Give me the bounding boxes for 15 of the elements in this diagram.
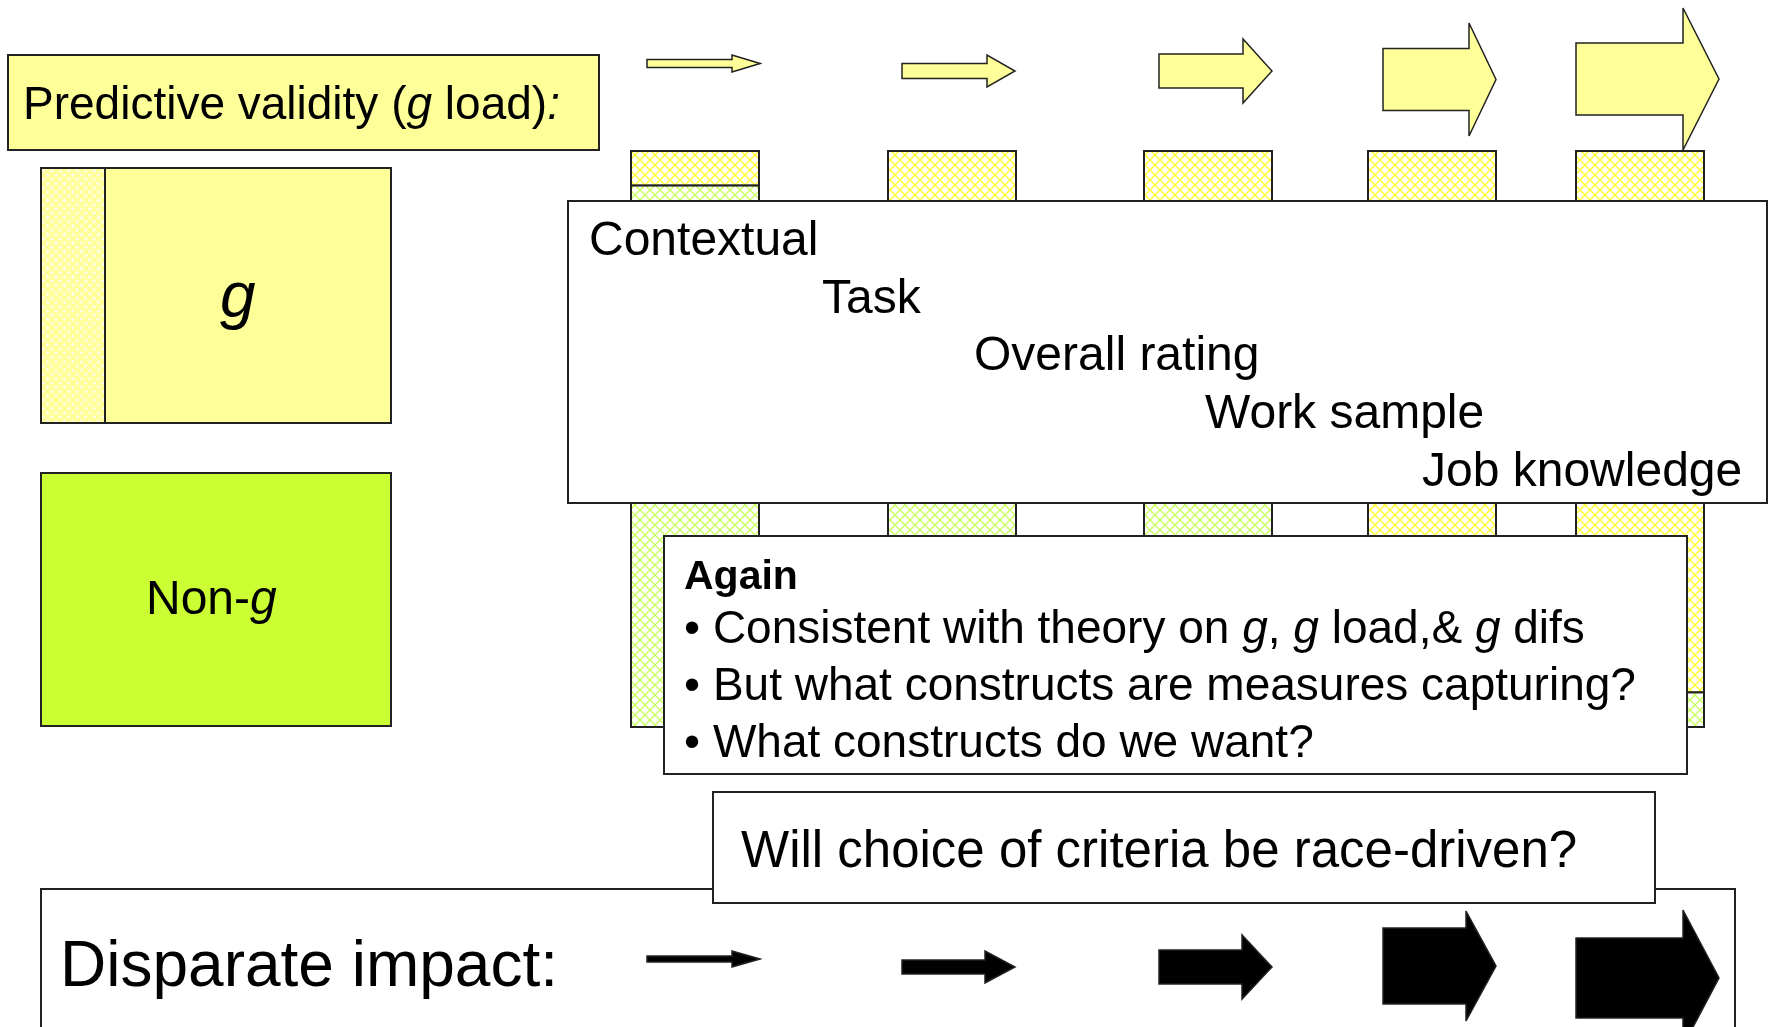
text: • What constructs do we want?: [684, 718, 1314, 764]
heading: Again: [684, 555, 798, 596]
text-box: [712, 791, 1656, 904]
text: Work sample: [1205, 388, 1485, 436]
text-box: [663, 535, 1688, 775]
text: Non-g: [146, 574, 277, 622]
label-box: [40, 167, 392, 424]
text: Task: [822, 273, 921, 321]
text-box: [567, 200, 1768, 504]
label-box: [7, 54, 600, 151]
label-box: [40, 472, 392, 727]
text: Contextual: [589, 215, 819, 263]
text: Will choice of criteria be race-driven?: [741, 824, 1578, 875]
text: Overall rating: [974, 330, 1260, 378]
text: Job knowledge: [1422, 446, 1743, 494]
